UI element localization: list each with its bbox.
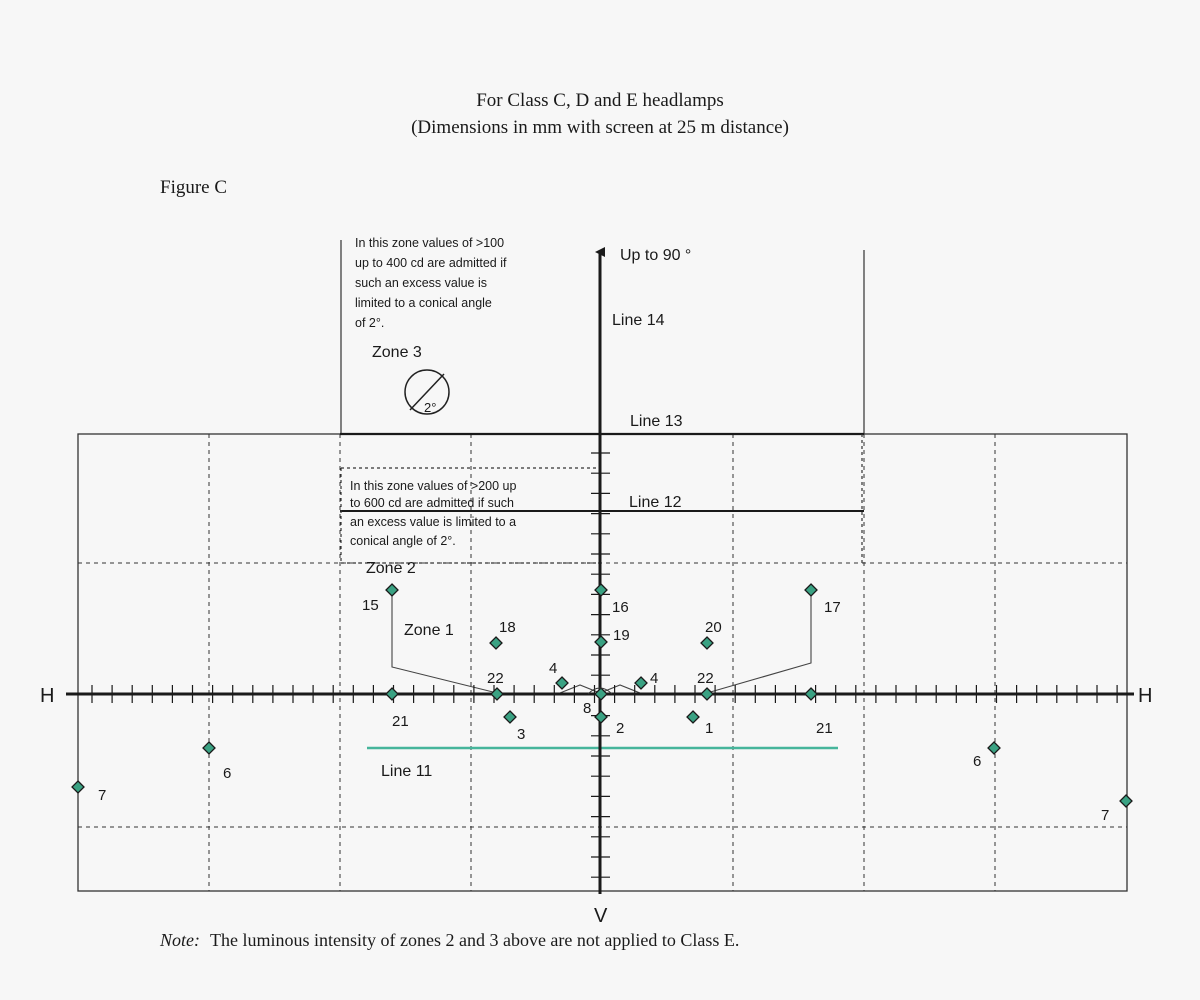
zone3-text-line5: of 2°. xyxy=(355,316,384,330)
dashed-grid xyxy=(78,434,1127,891)
point-15-label: 15 xyxy=(362,597,379,614)
zone3-text-line3: such an excess value is xyxy=(355,276,487,290)
point-8-arc xyxy=(587,687,613,695)
conical-angle-icon: 2° xyxy=(404,369,450,415)
point-7-right-label: 7 xyxy=(1101,807,1109,824)
point-19-label: 19 xyxy=(613,627,630,644)
point-15 xyxy=(385,583,399,597)
point-8 xyxy=(594,687,608,701)
point-3 xyxy=(503,710,517,724)
zone1-label: Zone 1 xyxy=(404,622,454,639)
point-1 xyxy=(686,710,700,724)
point-4-right-label: 4 xyxy=(650,670,658,687)
point-7-right xyxy=(1119,794,1133,808)
zone3-label: Zone 3 xyxy=(372,344,422,361)
point-2-label: 2 xyxy=(616,720,624,737)
h-axis-label-right: H xyxy=(1138,685,1152,707)
point-22-right-label: 22 xyxy=(697,670,714,687)
point-1-label: 1 xyxy=(705,720,713,737)
measurement-points xyxy=(71,583,1133,808)
point-16 xyxy=(594,583,608,597)
line14-label: Line 14 xyxy=(612,312,665,329)
h-axis-label-left: H xyxy=(40,685,54,707)
zone2-text-line1: In this zone values of >200 up xyxy=(350,479,516,493)
zone3-text-line1: In this zone values of >100 xyxy=(355,236,504,250)
point-17-label: 17 xyxy=(824,599,841,616)
point-8-label: 8 xyxy=(583,700,591,717)
point-20 xyxy=(700,636,714,650)
zone2-label: Zone 2 xyxy=(366,560,416,577)
h-axis-ticks xyxy=(91,685,1118,703)
point-3-label: 3 xyxy=(517,726,525,743)
point-21-left-label: 21 xyxy=(392,713,409,730)
zone2-box xyxy=(340,434,863,564)
point-7-left xyxy=(71,780,85,794)
point-21-right xyxy=(804,687,818,701)
zone2-text-line4: conical angle of 2°. xyxy=(350,534,456,548)
point-21-left xyxy=(385,687,399,701)
point-18-label: 18 xyxy=(499,619,516,636)
footnote: Note: The luminous intensity of zones 2 a… xyxy=(160,930,739,951)
point-22-left xyxy=(490,687,504,701)
point-7-left-label: 7 xyxy=(98,787,106,804)
diagram-subtitle: (Dimensions in mm with screen at 25 m di… xyxy=(411,117,789,138)
point-16-label: 16 xyxy=(612,599,629,616)
line13-label: Line 13 xyxy=(630,413,683,430)
zone3-angle-label: 2° xyxy=(424,400,436,415)
zone3-text-line2: up to 400 cd are admitted if xyxy=(355,256,507,270)
point-6-left-label: 6 xyxy=(223,765,231,782)
diagram-title: For Class C, D and E headlamps xyxy=(476,90,724,111)
zone2-text-line2: to 600 cd are admitted if such xyxy=(350,496,514,510)
point-20-label: 20 xyxy=(705,619,722,636)
point-6-right-label: 6 xyxy=(973,753,981,770)
line12-label: Line 12 xyxy=(629,494,682,511)
point-6-right xyxy=(987,741,1001,755)
point-18 xyxy=(489,636,503,650)
point-4-left xyxy=(555,676,569,690)
figure-label: Figure C xyxy=(160,177,228,198)
point-4-left-label: 4 xyxy=(549,660,557,677)
point-17 xyxy=(804,583,818,597)
point-2 xyxy=(594,710,608,724)
point-22-left-label: 22 xyxy=(487,670,504,687)
point-22-right xyxy=(700,687,714,701)
point-19 xyxy=(594,635,608,649)
zone2-text-line3: an excess value is limited to a xyxy=(350,515,516,529)
up-to-90-label: Up to 90 ° xyxy=(620,247,691,264)
note-lead: Note: xyxy=(160,930,200,950)
line11-label: Line 11 xyxy=(381,763,432,780)
zone3-text-line4: limited to a conical angle xyxy=(355,296,492,310)
v-axis-label: V xyxy=(594,905,608,927)
screen-frame xyxy=(77,433,1128,892)
zone3-box xyxy=(340,240,865,434)
point-6-left xyxy=(202,741,216,755)
point-21-right-label: 21 xyxy=(816,720,833,737)
note-text: The luminous intensity of zones 2 and 3 … xyxy=(210,930,740,950)
point-4-right xyxy=(634,676,648,690)
